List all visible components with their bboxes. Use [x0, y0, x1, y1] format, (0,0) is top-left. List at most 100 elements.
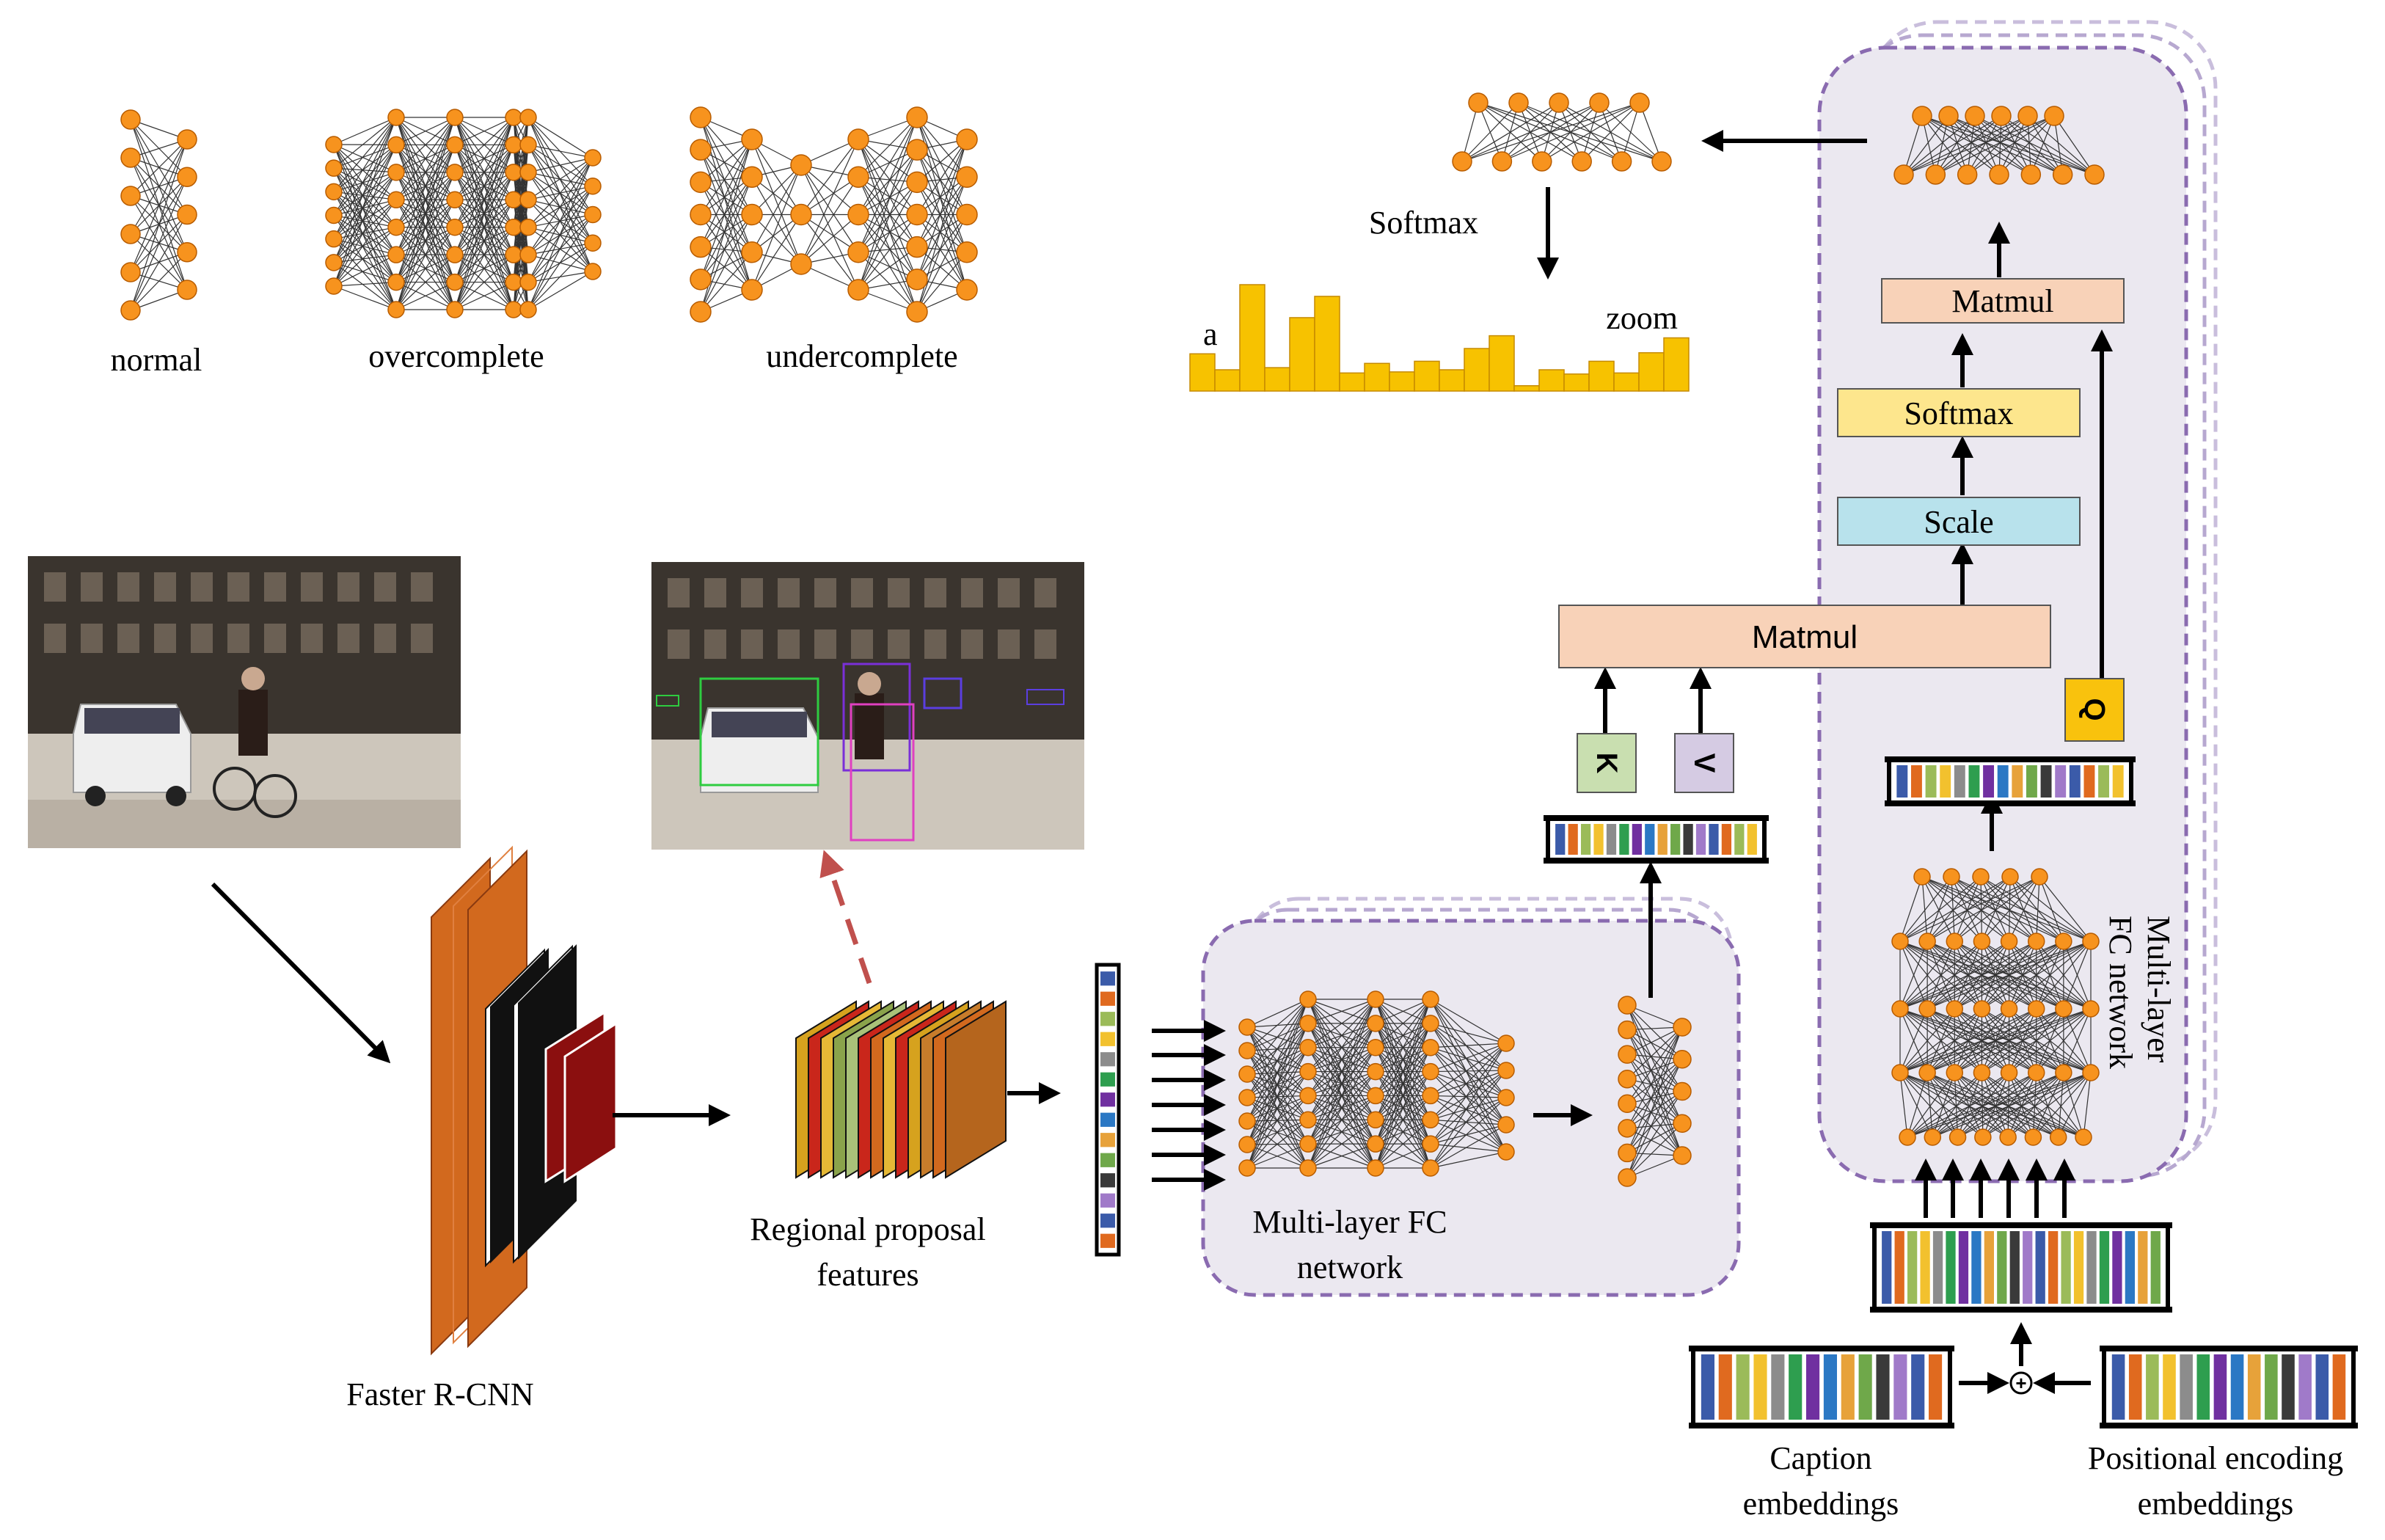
hist-bar [1513, 385, 1540, 392]
label-softmax-top: Softmax [1369, 205, 1478, 241]
neuron-node [2027, 1000, 2045, 1018]
neuron-node [906, 171, 928, 194]
neuron-node [2000, 933, 2018, 950]
vector-caption-embeddings [1689, 1346, 1954, 1428]
neuron-node [387, 273, 405, 291]
neuron-node [741, 128, 763, 150]
neuron-node [1497, 1034, 1515, 1052]
matmul-left-label: Matmul [1752, 619, 1858, 655]
scale-box-label: Scale [1924, 504, 1993, 540]
hist-bar [1663, 337, 1690, 392]
neuron-node [956, 166, 978, 188]
neuron-node [2082, 1064, 2100, 1081]
label-caption-line1: Caption [1769, 1440, 1871, 1476]
neuron-node [1618, 1143, 1637, 1163]
neuron-node [584, 205, 602, 224]
neuron-node [1611, 151, 1632, 172]
neuron-node [906, 236, 928, 258]
neuron-node [2031, 868, 2048, 886]
neuron-node [1491, 151, 1513, 172]
neuron-node [1925, 164, 1946, 185]
neuron-node [1618, 1168, 1637, 1187]
k-label: K [1590, 753, 1623, 774]
neuron-node [690, 269, 712, 291]
neuron-node [847, 279, 869, 301]
neuron-node [956, 128, 978, 150]
neuron-node [519, 246, 537, 263]
neuron-node [1532, 151, 1552, 172]
neuron-node [446, 136, 464, 154]
label-overcomplete: overcomplete [368, 338, 544, 374]
neuron-node [1497, 1089, 1515, 1106]
neuron-node [120, 300, 141, 321]
neuron-node [505, 136, 522, 154]
hist-bar [1314, 296, 1340, 392]
neuron-node [2027, 1064, 2045, 1081]
neuron-node [1238, 1112, 1256, 1130]
neuron-node [120, 224, 141, 244]
neuron-node [584, 263, 602, 280]
neuron-node [847, 128, 869, 150]
neuron-node [584, 149, 602, 167]
neuron-node [847, 203, 869, 226]
neuron-node [1468, 92, 1489, 113]
neuron-node [120, 262, 141, 282]
label-faster-rcnn: Faster R-CNN [346, 1376, 533, 1412]
neuron-node [1651, 151, 1672, 172]
neuron-node [1238, 1042, 1256, 1059]
neuron-node [2052, 164, 2073, 185]
neuron-node [1299, 1111, 1317, 1129]
neuron-node [505, 246, 522, 263]
label-mlfc-vert-line1: Multi-layer [2141, 916, 2177, 1063]
neuron-node [1452, 151, 1472, 172]
neuron-node [1918, 1064, 1936, 1081]
neuron-node [690, 301, 712, 323]
scale-box [1837, 497, 2081, 546]
neuron-node [1299, 1087, 1317, 1105]
hist-bar [1489, 335, 1515, 392]
neuron-node [177, 129, 197, 150]
neuron-node [1957, 164, 1978, 185]
vector-region-features [1095, 963, 1121, 1257]
neuron-node [519, 136, 537, 154]
neuron-node [1497, 1116, 1515, 1134]
hist-bar [1563, 373, 1590, 392]
neuron-node [387, 218, 405, 236]
neuron-node [446, 301, 464, 318]
neuron-node [1238, 1159, 1256, 1177]
neuron-node [2000, 1000, 2018, 1018]
neuron-node [177, 280, 197, 300]
neuron-node [1972, 868, 1990, 886]
neuron-node [1999, 1128, 2017, 1146]
label-rpf-line1: Regional proposal [750, 1211, 985, 1247]
neuron-node [1618, 996, 1637, 1015]
hist-bar [1588, 360, 1615, 392]
neuron-node [325, 206, 343, 225]
label-hist-zoom: zoom [1606, 300, 1678, 336]
label-mlfc-vert-line2: FC network [2103, 916, 2139, 1069]
neuron-node [1989, 164, 2009, 185]
neuron-node [690, 203, 712, 226]
neuron-node [1891, 1000, 1909, 1018]
neuron-node [505, 109, 522, 126]
neuron-node [1367, 1087, 1384, 1105]
softmax-box-label: Softmax [1904, 395, 2013, 431]
neuron-node [1973, 1064, 1991, 1081]
neuron-node [2084, 164, 2105, 185]
neuron-node [1497, 1062, 1515, 1079]
street-photo [28, 556, 461, 848]
neuron-node [1508, 92, 1529, 113]
neuron-node [1367, 1062, 1384, 1081]
neuron-node [1299, 990, 1317, 1008]
neuron-node [325, 277, 343, 295]
neuron-node [790, 253, 812, 275]
matmul-box-left [1558, 605, 2051, 668]
neuron-node [956, 203, 978, 226]
neuron-node [1991, 106, 2012, 126]
hist-bar [1538, 369, 1565, 392]
neuron-node [847, 166, 869, 188]
neuron-node [1913, 868, 1931, 886]
neuron-node [1367, 1159, 1384, 1177]
